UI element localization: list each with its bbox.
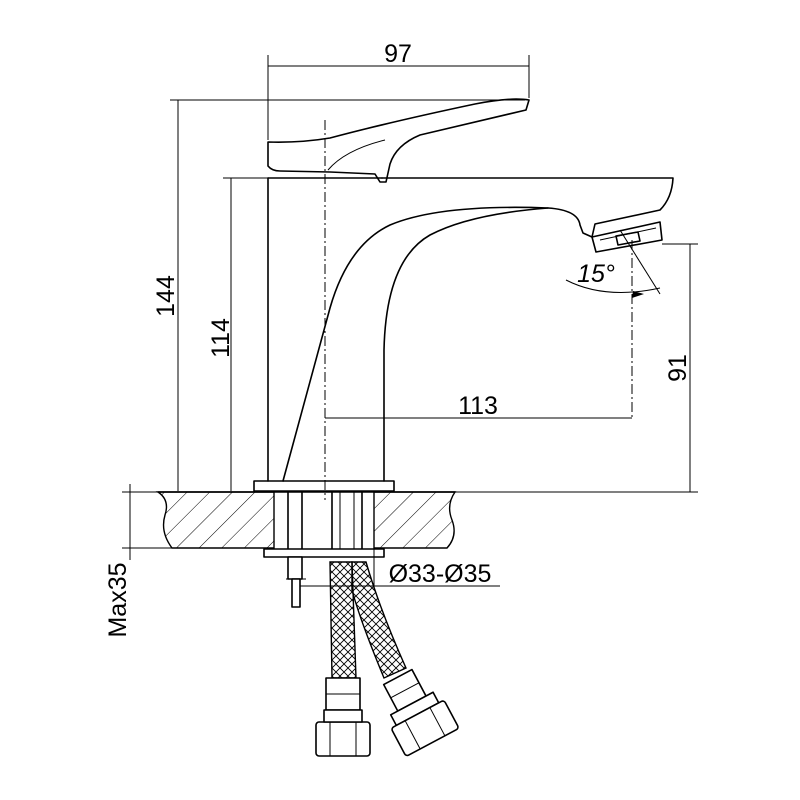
dim-max-thickness: Max35 [104,562,132,637]
faucet-body [253,177,674,492]
dim-angle: 15° [577,260,615,288]
countertop-section [155,491,457,549]
dim-top-width: 97 [384,40,412,68]
water-supply-hoses [315,561,459,757]
dim-reach: 113 [458,392,498,420]
dim-spout-height: 91 [664,354,692,382]
mounting-hardware [263,491,385,608]
dimension-lines [122,55,698,590]
handle-lever [267,98,530,183]
dim-total-height: 144 [152,275,180,317]
dim-body-height: 114 [207,318,235,358]
dim-hole-diameter: Ø33-Ø35 [389,560,492,588]
